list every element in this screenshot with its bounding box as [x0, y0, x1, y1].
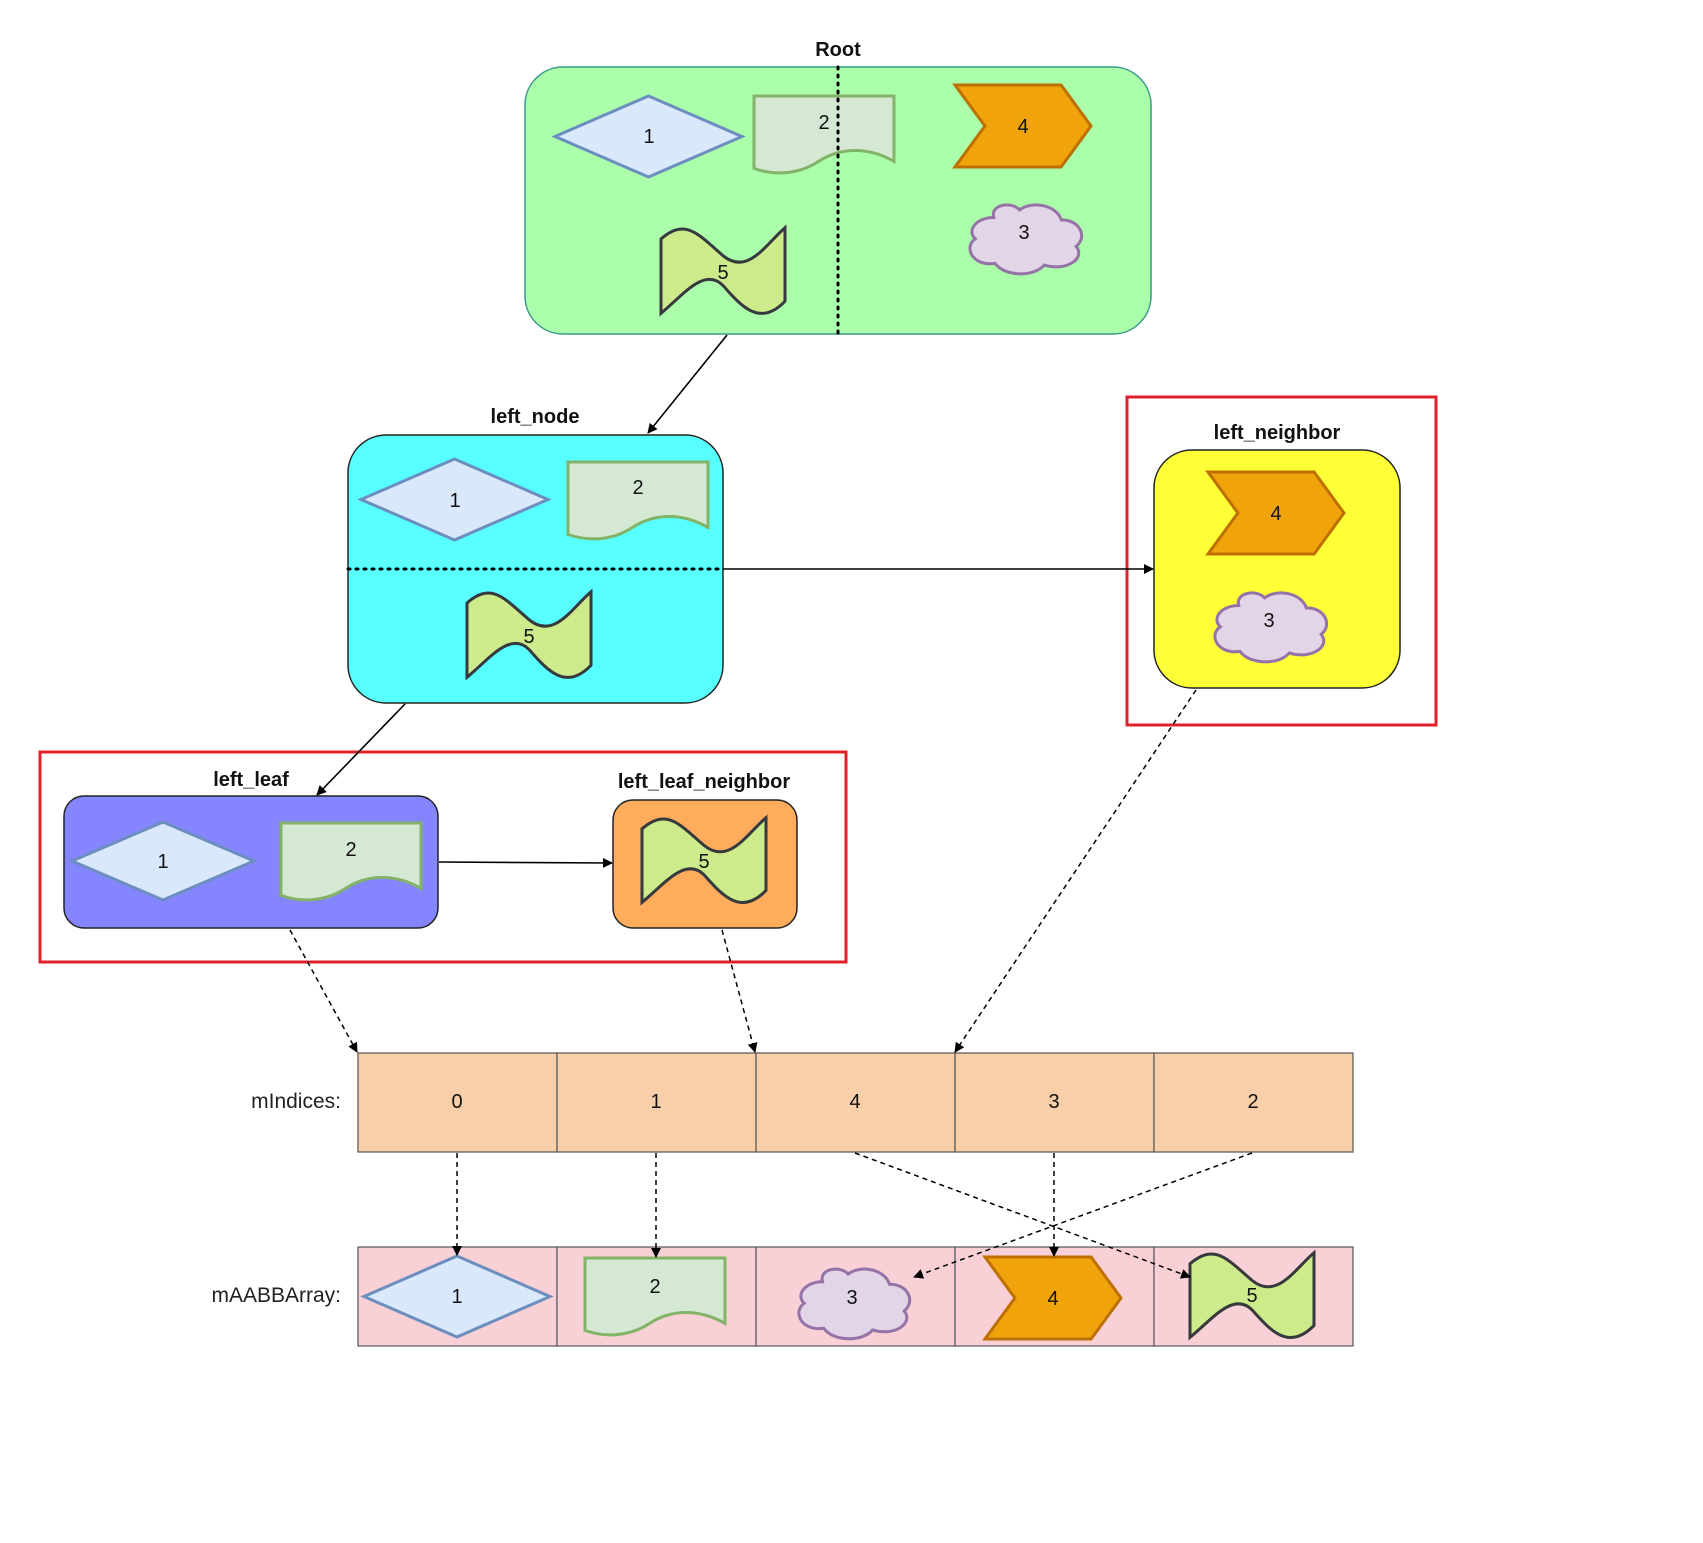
indices-cell-4-value: 2 — [1247, 1091, 1258, 1113]
aabb-cell-2-value: 3 — [846, 1287, 857, 1309]
aabb-label: mAABBArray: — [211, 1284, 341, 1307]
aabb-cell-3-value: 4 — [1047, 1288, 1058, 1310]
aabb-cell-1: 2 — [556, 1246, 757, 1347]
tree-edges — [316, 334, 1154, 868]
edge-root-to-left-node — [647, 334, 728, 434]
left-neighbor-node: left_neighbor 4 3 — [1125, 395, 1438, 727]
aabb-cell-0-value: 1 — [451, 1286, 462, 1308]
aabb-cell-4-value: 5 — [1246, 1285, 1257, 1307]
left-leaf-item-2: 2 — [281, 823, 421, 900]
left-leaf-highlight — [38, 750, 848, 964]
left-node-item-5-label: 5 — [523, 626, 534, 648]
edge-left-node-to-left-leaf — [316, 703, 406, 796]
aabb-cell-0: 1 — [357, 1246, 558, 1347]
aabb-array: mAABBArray: 1 2 3 4 5 — [211, 1246, 1354, 1347]
aabb-cell-4: 5 — [1153, 1246, 1354, 1347]
indices-cell-1: 1 — [556, 1052, 757, 1153]
left-node-item-5: 5 — [465, 589, 593, 680]
root-item-2-label: 2 — [818, 112, 829, 134]
aabb-cell-3: 4 — [954, 1246, 1155, 1347]
aabb-cell-1-value: 2 — [649, 1276, 660, 1298]
left-leaf-neighbor-item-5: 5 — [640, 815, 768, 905]
root-node: Root 1 2 4 3 5 — [524, 39, 1152, 336]
left-neighbor-highlight — [1125, 395, 1438, 727]
indices-cell-2-value: 4 — [849, 1091, 860, 1113]
root-item-4: 4 — [955, 85, 1091, 167]
left-leaf-title: left_leaf — [213, 769, 289, 791]
indices-cell-1-value: 1 — [650, 1091, 661, 1113]
left-node-item-2: 2 — [568, 462, 708, 539]
root-item-5: 5 — [659, 225, 787, 316]
root-item-2: 2 — [754, 96, 894, 173]
left-neighbor-item-4-label: 4 — [1270, 503, 1281, 525]
left-neighbor-item-4: 4 — [1208, 472, 1344, 554]
mapping-edges — [289, 689, 1253, 1279]
indices-cell-0: 0 — [357, 1052, 558, 1153]
root-item-1: 1 — [555, 96, 742, 177]
left-node: left_node 1 2 5 — [346, 406, 725, 704]
map-index-2 — [913, 1152, 1253, 1279]
indices-cell-2: 4 — [755, 1052, 956, 1153]
root-item-3: 3 — [968, 203, 1084, 276]
indices-cell-3: 3 — [954, 1052, 1155, 1153]
root-item-4-label: 4 — [1017, 116, 1028, 138]
left-neighbor-item-3: 3 — [1213, 591, 1329, 664]
indices-array: mIndices: 0 1 4 3 2 — [251, 1052, 1354, 1153]
map-leaf-neighbor-to-indices — [721, 929, 758, 1053]
left-node-item-1-label: 1 — [449, 490, 460, 512]
map-left-neighbor-to-indices — [954, 689, 1197, 1053]
left-leaf-neighbor-item-5-label: 5 — [698, 851, 709, 873]
left-leaf-node: left_leaf 1 2 — [63, 769, 439, 929]
left-neighbor-item-3-label: 3 — [1263, 610, 1274, 632]
indices-label: mIndices: — [251, 1090, 341, 1113]
indices-cell-3-value: 3 — [1048, 1091, 1059, 1113]
left-leaf-neighbor-title: left_leaf_neighbor — [618, 771, 790, 793]
root-item-3-label: 3 — [1018, 222, 1029, 244]
edge-left-leaf-to-leaf-neighbor — [438, 857, 613, 868]
root-item-1-label: 1 — [643, 126, 654, 148]
map-left-leaf-to-indices — [289, 929, 358, 1053]
indices-cell-0-value: 0 — [451, 1091, 462, 1113]
left-leaf-item-2-label: 2 — [345, 839, 356, 861]
left-node-title: left_node — [491, 406, 580, 428]
left-leaf-item-1-label: 1 — [157, 851, 168, 873]
left-leaf-neighbor-node: left_leaf_neighbor 5 — [612, 771, 798, 929]
map-index-4 — [854, 1152, 1191, 1279]
left-neighbor-title: left_neighbor — [1214, 422, 1341, 444]
left-leaf-item-1: 1 — [72, 822, 254, 900]
left-node-item-1: 1 — [361, 459, 548, 540]
indices-cell-4: 2 — [1153, 1052, 1354, 1153]
root-title: Root — [815, 39, 861, 61]
left-node-item-2-label: 2 — [632, 477, 643, 499]
aabb-cell-2: 3 — [755, 1246, 956, 1347]
root-item-5-label: 5 — [717, 262, 728, 284]
